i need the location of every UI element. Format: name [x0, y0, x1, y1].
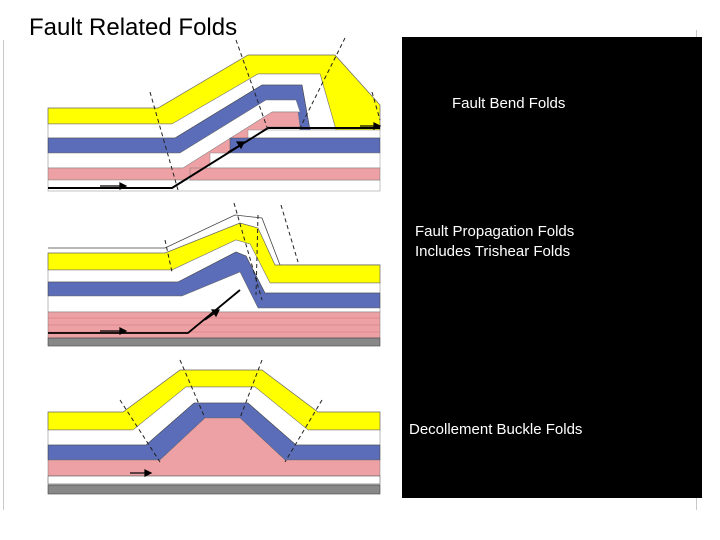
fbf-lower-white	[47, 179, 381, 192]
fpf-pink-laminae	[48, 317, 380, 333]
fbf-right-blue	[229, 137, 381, 154]
dbf-white-strip	[47, 475, 381, 485]
fbf-right-pink	[189, 167, 381, 181]
fbf-right-white	[247, 129, 381, 139]
fpf-basement	[47, 337, 381, 347]
fault-propagation-folds-label: Fault Propagation Folds	[415, 223, 575, 240]
fpf-fault-line	[48, 289, 241, 334]
fpf-slip-arrows	[100, 309, 220, 335]
fbf-fault-line	[48, 127, 380, 189]
dbf-slip-arrow	[130, 469, 153, 477]
slide-title: Fault Related Folds	[29, 14, 238, 41]
dbf-axial-planes	[119, 359, 323, 463]
decollement-buckle-folds-label: Decollement Buckle Folds	[409, 421, 583, 438]
fbf-axial-planes	[149, 37, 381, 191]
fault-bend-folds-label: Fault Bend Folds	[452, 95, 566, 112]
decollement-fold-diagram	[47, 359, 381, 495]
fbf-slip-arrows	[100, 122, 382, 190]
fpf-axial-planes	[164, 202, 299, 301]
description-panel: Fault Bend Folds Fault Propagation Folds…	[402, 37, 702, 498]
fbf-right-white-2	[209, 152, 381, 169]
dbf-basement	[47, 484, 381, 495]
trishear-folds-label: Includes Trishear Folds	[415, 243, 571, 260]
fault-bend-fold-diagram	[47, 37, 382, 192]
fault-propagation-fold-diagram	[47, 202, 381, 347]
left-edge-line	[3, 40, 4, 510]
